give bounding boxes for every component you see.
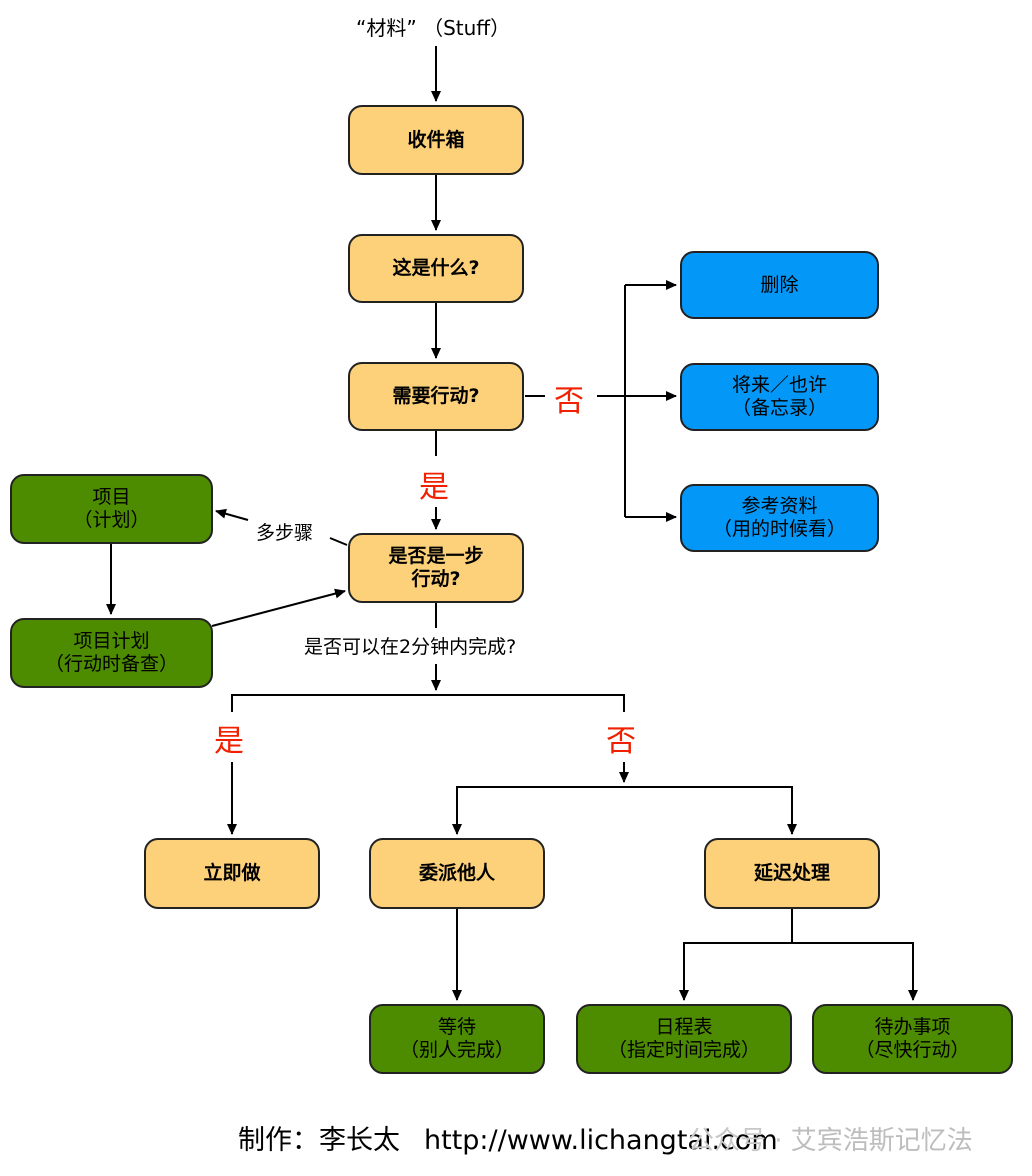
node-calendar-line-1: 日程表 xyxy=(655,1016,713,1038)
node-someday-line-1: 将来／也许 xyxy=(731,374,827,396)
node-project-plan-line-2: （行动时备查） xyxy=(44,653,178,675)
node-single-step-line-1: 是否是一步 xyxy=(388,545,484,567)
node-reference-line-1: 参考资料 xyxy=(741,495,818,517)
node-actionable-line-1: 需要行动? xyxy=(392,385,480,407)
node-defer-line-1: 延迟处理 xyxy=(753,862,830,884)
label-two-minute-yes: 是 xyxy=(214,724,244,759)
node-do-now: 立即做 xyxy=(144,838,320,909)
label-actionable-yes: 是 xyxy=(419,470,449,505)
node-reference: 参考资料 （用的时候看） xyxy=(680,484,879,552)
node-project-line-1: 项目 xyxy=(92,486,131,508)
edge-multistep-to-project xyxy=(215,508,249,521)
edge-to-nextactions xyxy=(792,942,918,1001)
node-waiting-line-1: 等待 xyxy=(437,1016,476,1038)
node-what-is-it-line-1: 这是什么? xyxy=(392,257,480,279)
node-project-plan-line-1: 项目计划 xyxy=(73,630,150,652)
node-calendar: 日程表 （指定时间完成） xyxy=(576,1004,792,1074)
watermark-prefix: 公众号 · xyxy=(688,1126,791,1156)
edge-plan-to-single xyxy=(211,588,346,627)
node-single-step: 是否是一步 行动? xyxy=(348,533,524,603)
label-two-minute-question: 是否可以在2分钟内完成? xyxy=(304,636,517,658)
node-delete-line-1: 删除 xyxy=(760,273,799,296)
edge-split-bar xyxy=(231,694,625,712)
node-project: 项目 （计划） xyxy=(10,474,213,544)
edge-single-to-multistep xyxy=(329,537,348,546)
node-waiting: 等待 （别人完成） xyxy=(369,1004,545,1074)
watermark-account: 艾宾浩斯记忆法 xyxy=(790,1126,973,1156)
label-two-minute-no: 否 xyxy=(606,724,636,759)
node-project-line-2: （计划） xyxy=(73,509,150,531)
label-actionable-no: 否 xyxy=(554,384,584,419)
node-delegate: 委派他人 xyxy=(369,838,545,909)
node-calendar-line-2: （指定时间完成） xyxy=(607,1039,760,1061)
input-stuff-label: “材料” （Stuff） xyxy=(356,16,511,40)
node-waiting-line-2: （别人完成） xyxy=(399,1039,514,1061)
node-project-plan: 项目计划 （行动时备查） xyxy=(10,618,213,688)
node-someday: 将来／也许 （备忘录） xyxy=(680,363,879,431)
watermark: 公众号 · 艾宾浩斯记忆法 xyxy=(688,1120,973,1157)
node-next-actions-line-2: （尽快行动） xyxy=(855,1039,970,1061)
edge-to-delegate xyxy=(452,786,624,835)
footer-author: 制作：李长太 xyxy=(238,1125,400,1156)
node-do-now-line-1: 立即做 xyxy=(203,862,261,884)
node-actionable: 需要行动? xyxy=(348,362,524,431)
node-what-is-it: 这是什么? xyxy=(348,234,524,303)
node-delegate-line-1: 委派他人 xyxy=(418,862,495,884)
node-delete: 删除 xyxy=(680,251,879,319)
node-reference-line-2: （用的时候看） xyxy=(712,518,846,540)
node-next-actions-line-1: 待办事项 xyxy=(874,1016,951,1038)
label-multi-step: 多步骤 xyxy=(256,522,314,544)
edge-to-calendar xyxy=(679,942,792,1001)
edge-to-defer xyxy=(624,786,797,835)
node-defer: 延迟处理 xyxy=(704,838,880,909)
node-inbox: 收件箱 xyxy=(348,105,524,175)
footer-url-link[interactable]: http://www.lichangtai.com xyxy=(424,1125,778,1156)
node-next-actions: 待办事项 （尽快行动） xyxy=(812,1004,1013,1074)
node-someday-line-2: （备忘录） xyxy=(731,397,827,419)
footer-credit: 制作：李长太 http://www.lichangtai.com xyxy=(238,1118,778,1157)
node-inbox-line-1: 收件箱 xyxy=(407,128,465,151)
node-single-step-line-2: 行动? xyxy=(411,568,461,590)
